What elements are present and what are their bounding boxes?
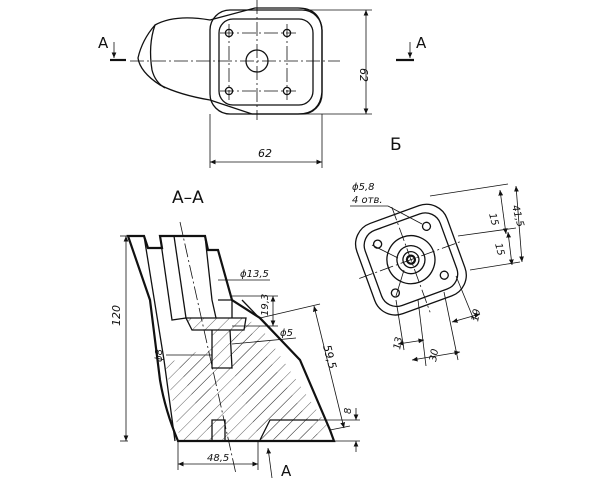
section-aa-title: A–A: [172, 188, 204, 208]
cut-mark-right: A: [396, 34, 427, 62]
section-aa: A–A 120 ϕ13,5: [110, 188, 360, 480]
dim-base: 48,5: [177, 441, 259, 470]
view-b-hole: [421, 221, 432, 231]
svg-text:8: 8: [343, 408, 354, 414]
top-view-square-inner: [218, 18, 314, 106]
view-b-hole-callout: ϕ5,8 4 отв.: [350, 182, 423, 225]
svg-text:41,5: 41,5: [509, 204, 525, 228]
dim-foot: 8: [318, 408, 360, 452]
view-b-title: Б: [390, 135, 402, 155]
view-b-hole: [439, 270, 449, 280]
svg-text:ϕ5,8: ϕ5,8: [352, 182, 375, 193]
svg-text:13: 13: [392, 336, 405, 350]
svg-text:120: 120: [110, 305, 123, 326]
section-outer-profile: [126, 234, 336, 443]
dim-hole-small: ϕ5: [231, 328, 297, 345]
svg-text:59,5: 59,5: [320, 343, 339, 370]
svg-text:19: 19: [470, 308, 483, 322]
svg-text:A: A: [416, 34, 427, 52]
view-b-hole: [390, 288, 401, 298]
svg-text:62: 62: [258, 147, 272, 160]
view-b-bottom-dims: 13 30 19: [392, 275, 483, 367]
view-arrow-a: A: [266, 447, 292, 480]
dim-depth-19-3: 19,3: [232, 294, 278, 327]
dim-height-120: 120: [110, 235, 129, 442]
svg-text:ϕ5: ϕ5: [280, 328, 293, 339]
dim-height-62: 62: [300, 9, 372, 115]
view-b: Б ϕ5,8 4 отв.: [350, 135, 525, 367]
svg-text:62: 62: [357, 68, 370, 82]
svg-text:A: A: [281, 462, 292, 480]
top-view-square-outer: [209, 9, 323, 115]
dim-hole-top: ϕ13,5: [218, 269, 270, 281]
svg-text:4 отв.: 4 отв.: [352, 195, 383, 206]
svg-text:ϕ8: ϕ8: [154, 349, 165, 362]
dim-bore: ϕ8: [154, 349, 212, 362]
svg-text:48,5: 48,5: [207, 453, 229, 464]
svg-text:15: 15: [492, 242, 506, 257]
svg-text:19,3: 19,3: [260, 294, 271, 316]
svg-text:A: A: [98, 34, 109, 52]
top-view: A A 62 62: [98, 0, 427, 168]
svg-text:15: 15: [486, 212, 500, 227]
dim-width-62: 62: [209, 114, 323, 168]
svg-text:ϕ13,5: ϕ13,5: [240, 269, 269, 280]
dim-slant: 59,5: [259, 303, 351, 431]
svg-text:30: 30: [428, 348, 441, 362]
view-b-right-dims: 15 15 41,5: [429, 183, 525, 271]
cut-mark-left: A: [98, 34, 126, 62]
